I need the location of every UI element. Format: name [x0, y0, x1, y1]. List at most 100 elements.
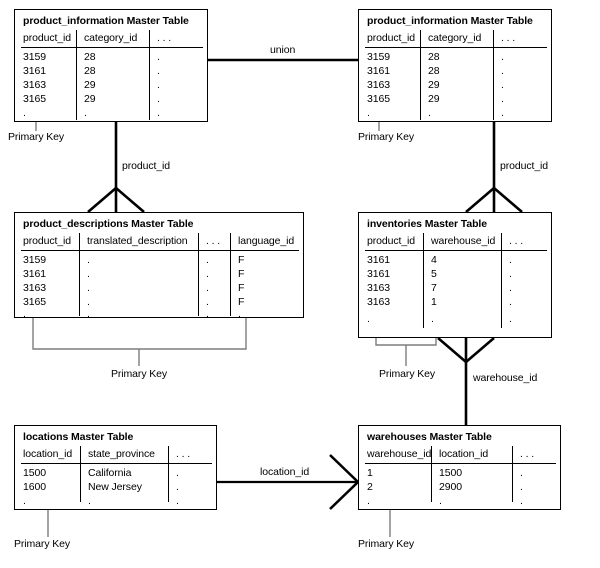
column-divider-2 — [168, 446, 170, 502]
header-rule — [21, 250, 299, 252]
table-title: warehouses Master Table — [367, 431, 492, 443]
relationship-product-id-right — [465, 120, 523, 213]
cell: . — [509, 254, 512, 266]
column-header-category-id: category_id — [428, 32, 482, 44]
table-inventories[interactable]: inventories Master Table product_id ware… — [358, 212, 552, 338]
column-header-product-id: product_id — [367, 32, 416, 44]
edge-label-union: union — [268, 44, 298, 56]
cell: 29 — [428, 79, 440, 91]
cell: F — [238, 282, 245, 294]
column-divider-1 — [420, 30, 422, 120]
cell: . — [509, 282, 512, 294]
table-product-information-left[interactable]: product_information Master Table product… — [14, 9, 208, 122]
table-product-descriptions[interactable]: product_descriptions Master Table produc… — [14, 212, 304, 320]
cell: 3163 — [367, 296, 390, 308]
cell: 3161 — [367, 254, 390, 266]
column-divider-1 — [79, 233, 81, 316]
column-header-location-id: location_id — [23, 448, 73, 460]
column-header-product-id: product_id — [367, 235, 416, 247]
column-header-category-id: category_id — [84, 32, 138, 44]
cell: . — [176, 481, 179, 493]
column-header-product-id: product_id — [23, 235, 72, 247]
cell: . — [501, 107, 504, 119]
cell: 3159 — [23, 254, 46, 266]
cell: . — [367, 107, 370, 119]
cell: . — [206, 282, 209, 294]
cell: . — [23, 308, 26, 320]
cell: New Jersey — [88, 481, 142, 493]
header-rule — [21, 463, 212, 465]
cell: . — [509, 268, 512, 280]
cell: . — [84, 107, 87, 119]
cell: . — [157, 107, 160, 119]
edge-label-product-id-left: product_id — [120, 160, 173, 172]
column-header-ellipsis: . . . — [176, 448, 191, 460]
cell: 7 — [431, 282, 437, 294]
cell: 1500 — [23, 467, 46, 479]
cell: . — [520, 495, 523, 507]
column-divider-2 — [501, 233, 503, 328]
column-divider-1 — [423, 233, 425, 328]
cell: 3165 — [23, 296, 46, 308]
cell: . — [87, 308, 90, 320]
cell: 29 — [84, 93, 96, 105]
cell: 3161 — [367, 65, 390, 77]
column-divider-2 — [149, 30, 151, 120]
cell: 29 — [428, 93, 440, 105]
cell: 3159 — [367, 51, 390, 63]
cell: 3163 — [367, 282, 390, 294]
column-header-warehouse-id: warehouse_id — [431, 235, 496, 247]
header-rule — [365, 250, 547, 252]
cell: . — [520, 467, 523, 479]
table-warehouses[interactable]: warehouses Master Table warehouse_id loc… — [358, 425, 561, 510]
cell: . — [157, 79, 160, 91]
pk-label-locations: Primary Key — [14, 538, 71, 550]
table-title: product_information Master Table — [23, 15, 189, 27]
cell: 1 — [431, 296, 437, 308]
cell: . — [157, 65, 160, 77]
column-header-product-id: product_id — [23, 32, 72, 44]
cell: 3163 — [23, 79, 46, 91]
cell: . — [23, 107, 26, 119]
cell: . — [206, 296, 209, 308]
edge-label-location-id: location_id — [258, 466, 312, 478]
column-header-ellipsis: . . . — [206, 235, 221, 247]
cell: . — [501, 65, 504, 77]
cell: . — [206, 268, 209, 280]
cell: 2 — [367, 481, 373, 493]
header-rule — [365, 47, 547, 49]
relationship-location-id — [217, 454, 359, 510]
cell: . — [157, 93, 160, 105]
header-rule — [21, 47, 203, 49]
edge-label-warehouse-id: warehouse_id — [471, 372, 540, 384]
column-divider-2 — [493, 30, 495, 120]
column-header-state-province: state_province — [88, 448, 155, 460]
cell: . — [431, 313, 434, 325]
relationship-warehouse-id — [437, 337, 495, 428]
cell: . — [509, 296, 512, 308]
column-header-location-id: location_id — [439, 448, 489, 460]
column-divider-1 — [80, 446, 82, 502]
cell: . — [87, 282, 90, 294]
cell: 3161 — [23, 268, 46, 280]
cell: 3161 — [367, 268, 390, 280]
cell: 3165 — [23, 93, 46, 105]
cell: . — [428, 107, 431, 119]
table-product-information-right[interactable]: product_information Master Table product… — [358, 9, 552, 122]
cell: 5 — [431, 268, 437, 280]
relationship-product-id-left — [87, 120, 145, 213]
cell: F — [238, 296, 245, 308]
table-title: inventories Master Table — [367, 218, 487, 230]
table-locations[interactable]: locations Master Table location_id state… — [14, 425, 217, 510]
pk-label-product-information-left: Primary Key — [8, 131, 65, 143]
column-header-ellipsis: . . . — [520, 448, 535, 460]
column-header-translated-description: translated_description — [87, 235, 188, 247]
cell: 2900 — [439, 481, 462, 493]
table-title: locations Master Table — [23, 431, 134, 443]
column-divider-2 — [198, 233, 200, 316]
column-header-ellipsis: . . . — [501, 32, 516, 44]
cell: . — [88, 495, 91, 507]
cell: . — [238, 308, 241, 320]
cell: . — [206, 254, 209, 266]
